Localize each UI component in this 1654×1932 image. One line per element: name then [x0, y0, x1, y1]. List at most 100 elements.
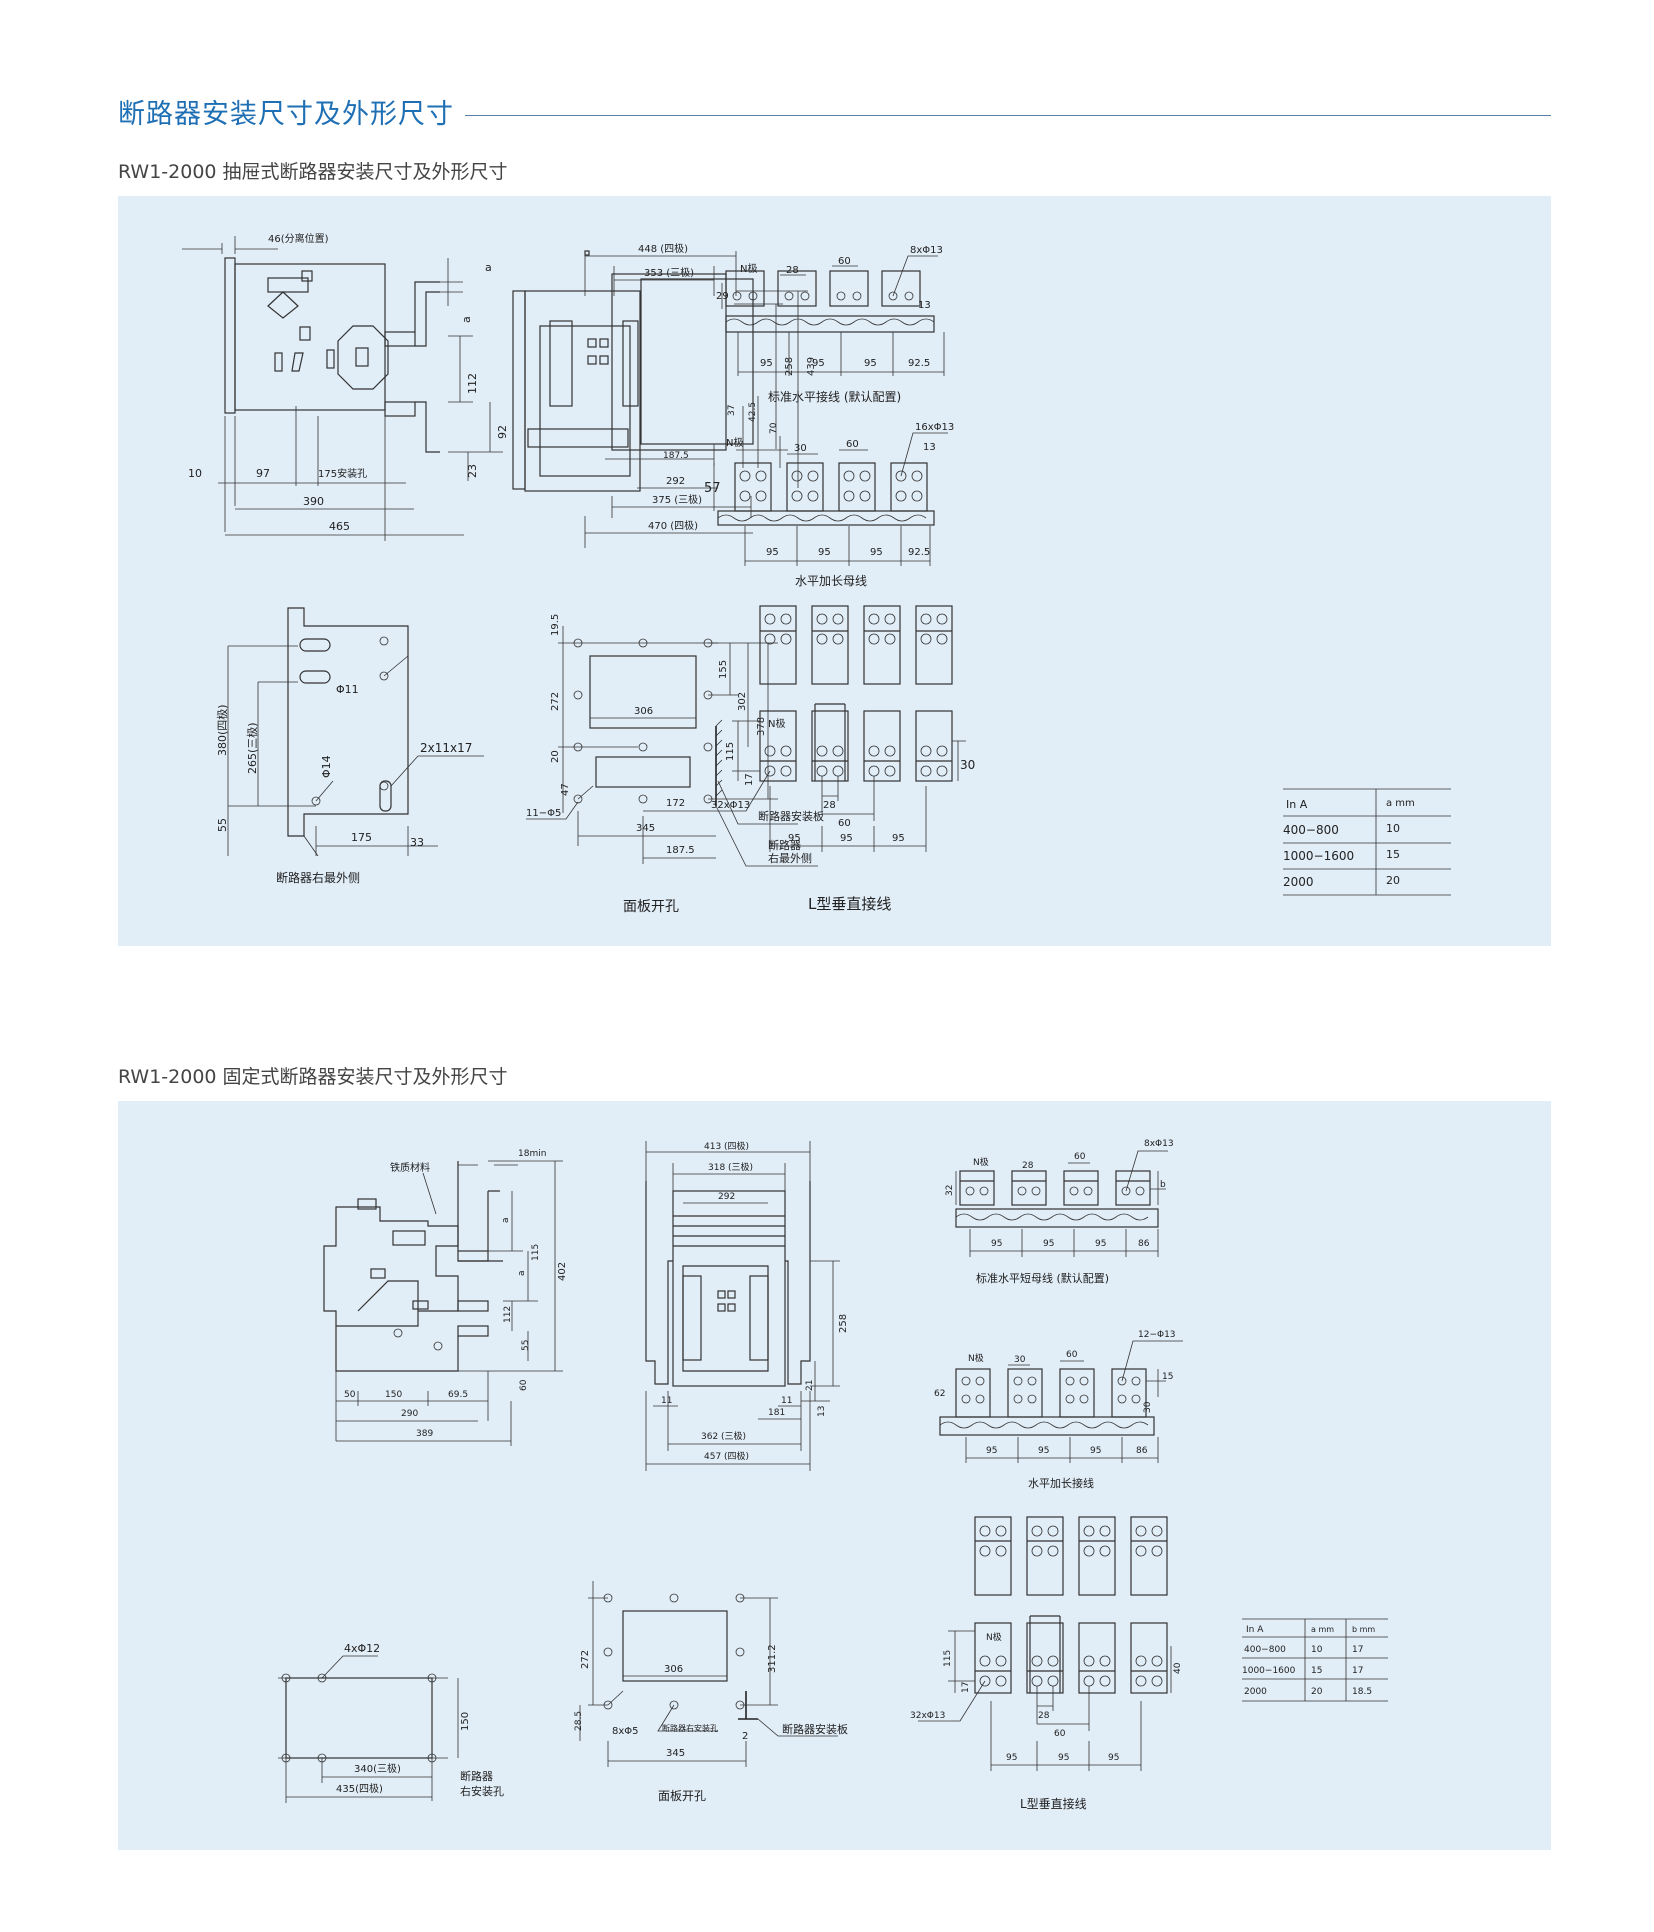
s2-ext-d95c: 95: [1090, 1446, 1101, 1456]
s1-l-holes: 32xΦ13: [711, 800, 750, 811]
s2-std-caption: 标准水平短母线 (默认配置): [976, 1271, 1109, 1285]
s2-table-h1: a mm: [1311, 1625, 1334, 1634]
s1-front-d187: 187.5: [663, 451, 689, 461]
s2-mount-d435: 435(四极): [336, 1782, 383, 1795]
s2-table-r2c2: 18.5: [1352, 1687, 1372, 1697]
s1-cut-d155: 155: [718, 660, 729, 679]
s1-side-d97: 97: [256, 467, 270, 480]
s2-std-d60: 60: [1074, 1152, 1086, 1162]
s1-mount-d175: 175: [351, 831, 372, 844]
s2-panel-cut: 272 311.2 306 28.5 8xΦ5 断路器右安装孔 2 断路器安装板…: [574, 1581, 848, 1803]
s1-l-npole: N极: [768, 717, 785, 730]
s1-ext-d13: 13: [923, 442, 936, 453]
s1-std-d60: 60: [838, 256, 851, 267]
s1-l-d115: 115: [725, 742, 736, 761]
s2-cut-d311: 311.2: [767, 1644, 778, 1673]
s1-std-d95a: 95: [760, 358, 773, 369]
s1-side-d10: 10: [188, 467, 202, 480]
s2-table-r0c1: 10: [1311, 1645, 1323, 1655]
s1-cut-plate: 断路器安装板: [758, 809, 824, 823]
s2-l-top: [974, 1516, 1168, 1596]
s1-table-h0: In A: [1286, 798, 1308, 811]
s2-table: In A a mm b mm 400−800 10 17 1000−1600 1…: [1242, 1618, 1388, 1702]
s1-side-d390: 390: [303, 495, 324, 508]
s1-front-d470: 470 (四极): [648, 519, 698, 532]
s2-mount-d340: 340(三极): [354, 1762, 401, 1775]
s1-cut-d378: 378: [756, 717, 767, 736]
s1-side-d23: 23: [466, 464, 479, 478]
s2-mount-right-1: 断路器: [460, 1769, 493, 1783]
s1-cut-d272: 272: [550, 692, 561, 711]
s2-l-d40: 40: [1173, 1662, 1183, 1674]
s2-l-vertical: N极 115 17 40 28 60 32xΦ13 95 95 95 L型垂直接…: [910, 1615, 1183, 1811]
s2-l-caption: L型垂直接线: [1020, 1796, 1087, 1811]
s2-side-d402: 402: [557, 1262, 568, 1281]
s1-std-d13: 13: [918, 300, 931, 311]
s1-table-r0c1: 10: [1386, 822, 1400, 835]
s1-l-d95b: 95: [840, 833, 853, 844]
s1-std-d95b: 95: [812, 358, 825, 369]
s2-ext-d30v: 30: [1143, 1401, 1153, 1413]
s1-l-d17: 17: [744, 773, 755, 786]
s2-l-holes: 32xΦ13: [910, 1711, 945, 1721]
s1-std-npole: N极: [740, 262, 757, 275]
s2-ext-horizontal: N极 30 60 12−Φ13 62 15 30 95 95 95 86 水平加…: [934, 1330, 1183, 1490]
s2-side-d50: 50: [344, 1390, 356, 1400]
s2-front-d181: 181: [768, 1408, 785, 1418]
s1-side-da1: a: [485, 261, 492, 274]
s2-cut-plate: 断路器安装板: [782, 1722, 848, 1736]
s1-front-d375: 375 (三极): [652, 493, 702, 506]
s2-l-d17: 17: [961, 1682, 971, 1693]
s2-table-r0c2: 17: [1352, 1645, 1363, 1655]
s2-cut-d272: 272: [580, 1650, 591, 1669]
s1-ext-npole: N极: [726, 436, 743, 449]
s2-cut-hole: 断路器右安装孔: [662, 1723, 718, 1733]
s1-cut-d187: 187.5: [666, 845, 695, 856]
s1-std-caption: 标准水平接线 (默认配置): [768, 389, 901, 404]
s2-side-d389: 389: [416, 1429, 433, 1439]
s2-side-da2: a: [517, 1270, 527, 1276]
s2-side-d290: 290: [401, 1409, 418, 1419]
s2-table-r2c1: 20: [1311, 1687, 1323, 1697]
s1-cut-d47: 47: [560, 783, 571, 796]
s2-std-holes: 8xΦ13: [1144, 1139, 1174, 1149]
s2-front-d318: 318 (三极): [708, 1161, 753, 1173]
page-title: 断路器安装尺寸及外形尺寸: [118, 99, 454, 130]
s2-std-d28: 28: [1022, 1161, 1034, 1171]
s1-ext-holes: 16xΦ13: [915, 422, 954, 433]
s2-table-h0: In A: [1246, 1625, 1264, 1635]
s2-side-iron: 铁质材料: [390, 1161, 430, 1174]
s2-l-npole: N极: [986, 1631, 1002, 1643]
s2-table-r1c1: 15: [1311, 1666, 1322, 1676]
s1-std-horizontal: N极 28 60 8xΦ13 29 13 95 95 95 92.5 标准水平接…: [716, 245, 945, 404]
s2-l-d115: 115: [943, 1650, 953, 1667]
s1-side-d92: 92: [496, 425, 509, 439]
s1-cut-right-1: 断路器: [768, 838, 801, 852]
s1-l-vertical: N极 115 17 30 28 60 32xΦ13 95 95 95 L型垂直接…: [708, 605, 975, 913]
s2-front-d13: 13: [817, 1406, 827, 1417]
s1-front-d42: 42.5: [748, 402, 758, 422]
s1-front-view: 448 (四极) 353 (三极) 258 439 37 42.5 70 187…: [512, 242, 817, 548]
s2-mount-right-2: 右安装孔: [460, 1784, 504, 1798]
s2-std-d95c: 95: [1095, 1239, 1106, 1249]
s2-ext-d60: 60: [1066, 1350, 1078, 1360]
s2-std-d95a: 95: [991, 1239, 1002, 1249]
s1-l-d95a: 95: [788, 833, 801, 844]
s2-side-d55: 55: [521, 1340, 531, 1351]
s2-front-view: 413 (四极) 318 (三极) 292 258 21 11 11 181 1…: [645, 1140, 849, 1471]
s1-ext-caption: 水平加长母线: [795, 574, 867, 588]
s1-front-d439: 439: [806, 357, 817, 376]
s2-side-d115: 115: [531, 1244, 541, 1261]
s2-front-d21: 21: [805, 1380, 815, 1391]
s1-mount-2x11: 2x11x17: [420, 741, 472, 755]
s1-mount-d265: 265(三极): [245, 722, 259, 774]
section1-subtitle: RW1-2000 抽屉式断路器安装尺寸及外形尺寸: [118, 161, 508, 183]
s1-side-view: 46(分离位置) a a 112 92 23 10 97 175安装孔 390 …: [182, 232, 509, 541]
s1-mount-d33: 33: [410, 836, 424, 849]
s1-front-d258: 258: [784, 357, 795, 376]
s1-front-d292: 292: [666, 476, 685, 487]
s1-table-h1: a mm: [1386, 798, 1415, 809]
s1-std-d28: 28: [786, 265, 799, 276]
s2-ext-caption: 水平加长接线: [1028, 1476, 1094, 1490]
s2-l-d95c: 95: [1108, 1753, 1119, 1763]
